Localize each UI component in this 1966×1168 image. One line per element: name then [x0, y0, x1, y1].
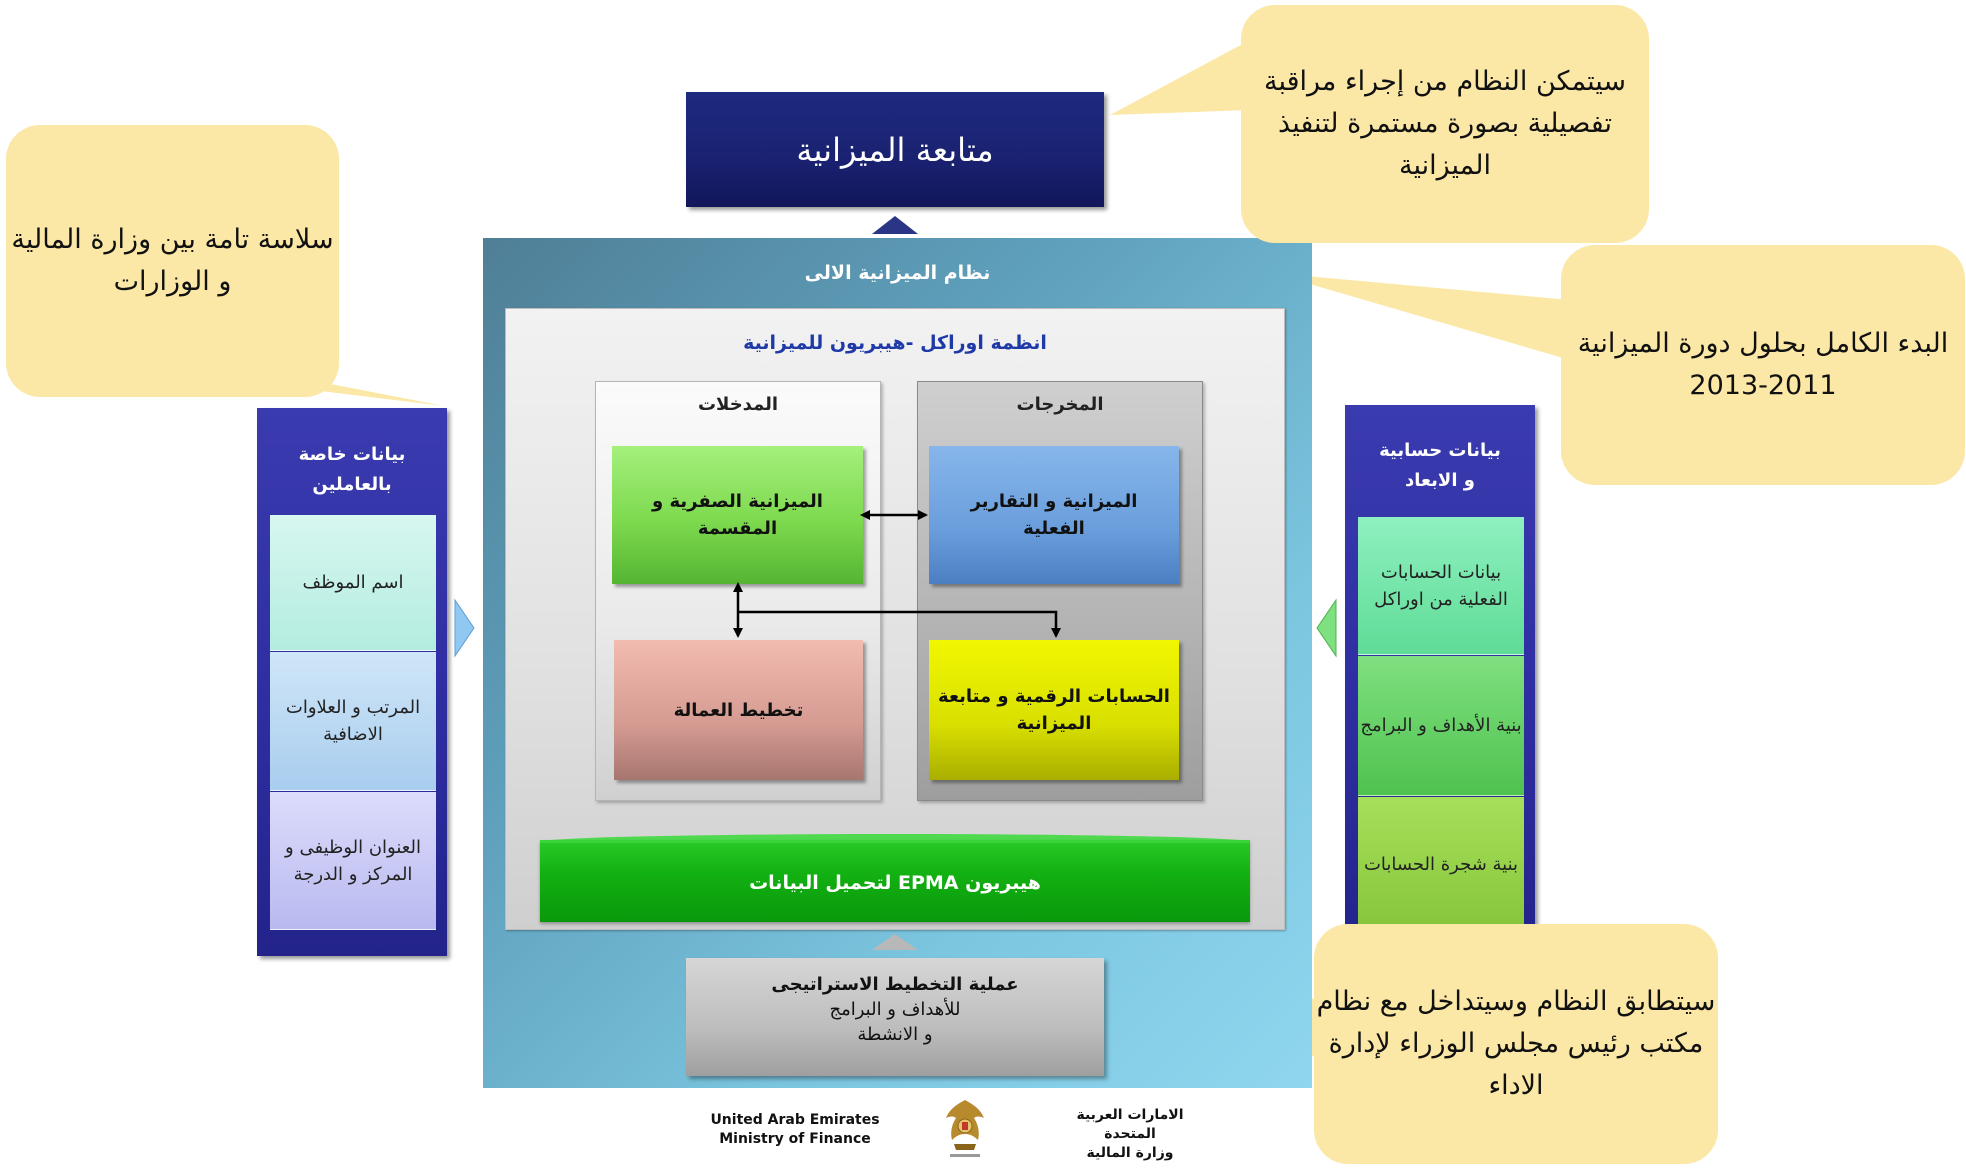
labor-planning-box: تخطيط العمالة — [614, 640, 863, 780]
digital-accounts-box: الحسابات الرقمية و متابعة الميزانية — [929, 640, 1179, 780]
footer-en-line2: Ministry of Finance — [719, 1131, 871, 1147]
employee-data-title-line1: بيانات خاصة — [298, 444, 406, 465]
footer-ar-line1: الامارات العربية المتحدة — [1076, 1107, 1184, 1142]
epma-data-load-bar: هيبريون EPMA لتحميل البيانات — [540, 840, 1250, 922]
callout-full-launch: البدء الكامل بحلول دورة الميزانية 2011-2… — [1561, 245, 1965, 485]
uae-emblem-icon — [946, 1100, 984, 1157]
footer-arabic: الامارات العربية المتحدة وزارة المالية — [1050, 1106, 1210, 1163]
up-arrow-to-monitoring — [872, 216, 918, 234]
outputs-title: المخرجات — [1016, 394, 1104, 415]
callout-detailed-monitoring: سيتمكن النظام من إجراء مراقبة تفصيلية بص… — [1241, 5, 1649, 243]
account-data-chevron — [1316, 598, 1337, 658]
salary-allowances-cell: المرتب و العلاوات الاضافية — [270, 652, 436, 791]
chart-of-accounts-cell: بنية شجرة الحسابات — [1358, 797, 1524, 932]
employee-name-cell: اسم الموظف — [270, 515, 436, 651]
callout-seamless-integration: سلاسة تامة بين وزارة المالية و الوزارات — [6, 125, 339, 397]
callout-right-tail — [1272, 273, 1570, 360]
oracle-actuals-cell: بيانات الحسابات الفعلية من اوراكل — [1358, 517, 1524, 655]
job-title-grade-cell: العنوان الوظيفى و المركز و الدرجة — [270, 792, 436, 930]
strategic-planning-line2: للأهداف و البرامج — [829, 999, 961, 1020]
goals-programs-cell: بنية الأهداف و البرامج — [1358, 656, 1524, 796]
zero-based-budget-box: الميزانية الصفرية و المقسمة — [612, 446, 863, 584]
employee-data-title: بيانات خاصة بالعاملين — [257, 440, 447, 500]
to-digital-accounts-connector — [738, 610, 1061, 638]
strategic-planning-line3: و الانشطة — [857, 1024, 933, 1045]
account-data-title: بيانات حسابية و الابعاد — [1345, 436, 1535, 496]
employee-data-chevron — [454, 598, 475, 658]
budget-monitoring-box: متابعة الميزانية — [686, 92, 1104, 207]
footer-en-line1: United Arab Emirates — [710, 1112, 880, 1128]
budget-actual-reports-box: الميزانية و التقارير الفعلية — [929, 446, 1179, 584]
account-data-title-line1: بيانات حسابية — [1379, 440, 1501, 461]
account-data-title-line2: و الابعاد — [1405, 470, 1475, 491]
footer-ar-line2: وزارة المالية — [1086, 1145, 1174, 1161]
strategic-planning-box: عملية التخطيط الاستراتيجى للأهداف و البر… — [686, 958, 1104, 1076]
inputs-title: المدخلات — [697, 394, 779, 415]
employee-data-title-line2: بالعاملين — [312, 474, 392, 495]
up-arrow-from-strategic — [872, 934, 918, 950]
budget-system-title: نظام الميزانية الالى — [804, 262, 991, 284]
footer-english: United Arab Emirates Ministry of Finance — [700, 1111, 890, 1149]
strategic-planning-title: عملية التخطيط الاستراتيجى — [771, 974, 1019, 995]
callout-top-right-tail — [1110, 40, 1250, 115]
oracle-hyperion-title: انظمة اوراكل -هيبريون للميزانية — [743, 332, 1047, 354]
callout-pm-office-integration: سيتطابق النظام وسيتداخل مع نظام مكتب رئي… — [1314, 924, 1718, 1164]
